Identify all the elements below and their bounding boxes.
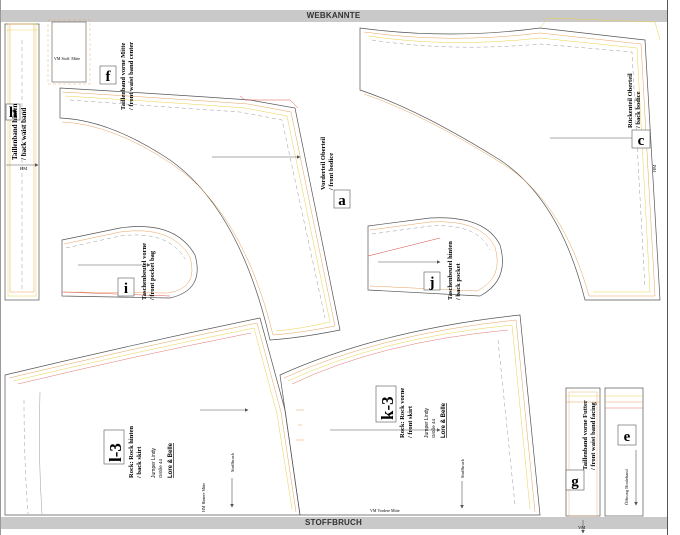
- piece-l3-fold-mark: Stoffbruch: [230, 452, 235, 472]
- piece-i-title: Taschenbeutel vorne: [141, 243, 148, 300]
- piece-l3-model: Jumper Lindy: [151, 447, 157, 478]
- piece-i-letter: i: [124, 281, 128, 297]
- piece-i-subtitle: / front pocket bag: [149, 250, 156, 301]
- piece-j-title: Taschenbeutel hinten: [447, 241, 454, 300]
- piece-e-letter-box: [617, 424, 637, 446]
- piece-l3-subtitle: / back skirt: [136, 446, 143, 479]
- piece-g-letter: g: [571, 474, 579, 490]
- piece-c-letter: c: [638, 133, 645, 149]
- sheet-right-edge: [667, 0, 668, 535]
- piece-f-letter: f: [106, 69, 112, 85]
- piece-f-letter-box: [99, 65, 117, 85]
- piece-k3-model: Jumper Lindy: [424, 407, 430, 438]
- piece-k3-cf-label: VM Vordere Mitte: [370, 508, 400, 513]
- piece-h-subtitle: / back waist band: [20, 108, 28, 161]
- piece-k3-letter-box: [375, 385, 397, 423]
- piece-e-letter: e: [624, 429, 631, 445]
- piece-g-mark: VM: [578, 525, 585, 530]
- fold-label: STOFFBRUCH: [305, 518, 362, 527]
- piece-c-letter-box: [631, 129, 651, 149]
- piece-g-subtitle: / front waist band facing: [590, 401, 597, 471]
- piece-l3-size: Größe 44: [158, 458, 163, 478]
- piece-k3-brand: Lore & Belle: [441, 402, 447, 438]
- piece-c: [359, 17, 661, 301]
- piece-e-opening-label: Öffnung Bindeband: [624, 468, 629, 505]
- piece-g: [565, 387, 601, 534]
- selvage-band: WEBKANNTE: [0, 10, 667, 22]
- piece-j-letter-box: [423, 271, 441, 291]
- piece-h-letter: h: [9, 105, 18, 121]
- piece-i-letter-box: [117, 277, 135, 297]
- piece-a-title: Vorderteil Oberteil: [320, 137, 327, 190]
- piece-a-letter-box: [333, 189, 351, 209]
- fold-band: STOFFBRUCH: [0, 517, 667, 529]
- piece-f-subtitle: / front waist band center: [128, 42, 135, 111]
- piece-l3-letter: l-3: [106, 443, 125, 462]
- piece-k3-fold-mark: Stoffbruch: [460, 458, 465, 478]
- piece-f-title: Taillenband vorne Mitte: [120, 43, 127, 110]
- piece-k3: [279, 314, 541, 516]
- piece-a-subtitle: / front bodice: [328, 153, 335, 191]
- selvage-label: WEBKANNTE: [306, 11, 361, 20]
- piece-a-letter: a: [338, 193, 346, 209]
- piece-g-letter-box: [565, 469, 585, 491]
- piece-l3-letter-box: [103, 429, 125, 465]
- piece-j-letter: j: [429, 275, 435, 291]
- piece-f-box-label: VM Stoff. Mitte: [54, 56, 80, 61]
- piece-c-title: Rückenteil Oberteil: [627, 73, 634, 128]
- piece-c-subtitle: / back bodice: [635, 91, 642, 129]
- piece-l3-brand: Lore & Belle: [168, 442, 174, 478]
- piece-h-mark: HM: [20, 166, 27, 171]
- piece-k3-title: Rock: Rock vorne: [399, 388, 406, 438]
- piece-h-letter-box: [5, 103, 21, 121]
- piece-e: [604, 387, 644, 517]
- piece-k3-letter: k-3: [378, 396, 397, 420]
- piece-h: [4, 23, 40, 301]
- piece-a: [59, 87, 341, 341]
- piece-h-title: Taillenband hinten: [11, 104, 19, 160]
- piece-f: [47, 19, 91, 85]
- piece-c-mark: HM: [652, 165, 657, 172]
- piece-g-title: Taillenband vorne Futter: [582, 400, 589, 470]
- piece-k3-size: Größe 44: [431, 418, 436, 438]
- piece-j-subtitle: / back pocket: [455, 262, 462, 301]
- piece-l3-title: Rock: Rock hinten: [128, 426, 135, 478]
- piece-l3: [4, 317, 301, 516]
- piece-k3-subtitle: / front skirt: [407, 405, 414, 439]
- piece-i: [61, 226, 198, 299]
- piece-j: [367, 217, 503, 297]
- sheet-left-edge: [0, 0, 1, 535]
- piece-l3-cb-label: HM Hintere Mitte: [201, 483, 206, 512]
